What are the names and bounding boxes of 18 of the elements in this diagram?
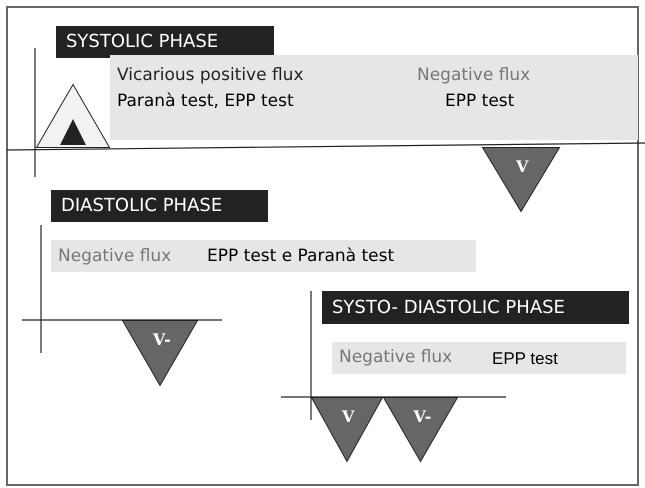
phase-heading: DIASTOLIC PHASE xyxy=(51,190,268,222)
ventricle-label: V- xyxy=(413,409,432,425)
flux-text: Vicarious positive flux xyxy=(117,67,304,84)
flux-text: Negative flux xyxy=(417,67,530,84)
flux-panel xyxy=(332,342,626,374)
flux-text: Negative flux xyxy=(58,248,172,265)
flux-text: EPP test e Paranà test xyxy=(207,248,394,265)
phase-heading: SYSTOLIC PHASE xyxy=(56,26,274,58)
flux-text: EPP test xyxy=(445,93,514,110)
flux-text: EPP test xyxy=(492,350,558,367)
ventricle-label: V xyxy=(342,409,354,425)
flux-panel xyxy=(110,55,638,140)
flux-text: Negative flux xyxy=(339,349,452,366)
ventricle-label: V xyxy=(516,159,528,175)
ventricle-label: V- xyxy=(152,332,171,348)
phase-heading: SYSTO- DIASTOLIC PHASE xyxy=(322,291,629,324)
flux-text: Paranà test, EPP test xyxy=(117,93,294,110)
flux-panel xyxy=(51,240,476,272)
